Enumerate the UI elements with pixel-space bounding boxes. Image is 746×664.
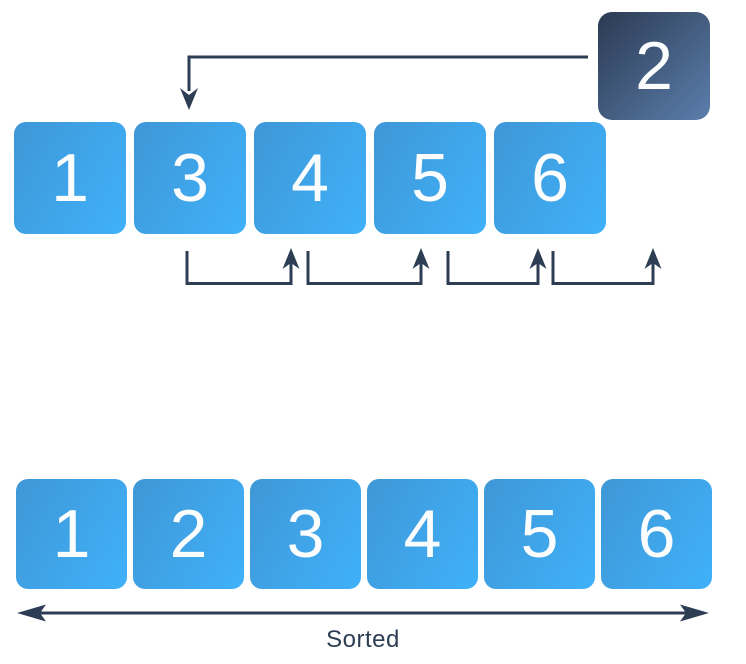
cell-value: 4 [403, 496, 442, 572]
sorted-array-row: 1 2 3 4 5 6 [16, 479, 712, 589]
cell-value: 6 [637, 496, 676, 572]
insert-value-box: 2 [598, 12, 710, 120]
array-cell: 5 [374, 122, 486, 234]
cell-value: 3 [171, 140, 209, 216]
array-cell: 3 [134, 122, 246, 234]
array-cell: 1 [16, 479, 127, 589]
cell-value: 1 [51, 140, 89, 216]
sorted-range-arrow-icon [17, 604, 709, 622]
cell-value: 3 [286, 496, 325, 572]
insert-value: 2 [635, 28, 673, 104]
cell-value: 2 [169, 496, 208, 572]
array-cell: 6 [601, 479, 712, 589]
array-cell: 1 [14, 122, 126, 234]
shift-right-arrow-icon [446, 248, 547, 285]
cell-value: 1 [52, 496, 91, 572]
array-cell: 4 [367, 479, 478, 589]
array-cell: 5 [484, 479, 595, 589]
shift-right-arrow-icon [185, 248, 300, 285]
array-cell: 3 [250, 479, 361, 589]
shift-right-arrow-icon [306, 248, 430, 285]
insert-position-arrow-icon [180, 55, 588, 110]
cell-value: 5 [411, 140, 449, 216]
cell-value: 6 [531, 140, 569, 216]
array-cell: 6 [494, 122, 606, 234]
array-cell: 2 [133, 479, 244, 589]
array-cell: 4 [254, 122, 366, 234]
cell-value: 5 [520, 496, 559, 572]
cell-value: 4 [291, 140, 329, 216]
shift-right-arrow-icon [551, 248, 662, 285]
top-array-row: 1 3 4 5 6 [14, 122, 606, 234]
sorted-label: Sorted [326, 626, 400, 653]
